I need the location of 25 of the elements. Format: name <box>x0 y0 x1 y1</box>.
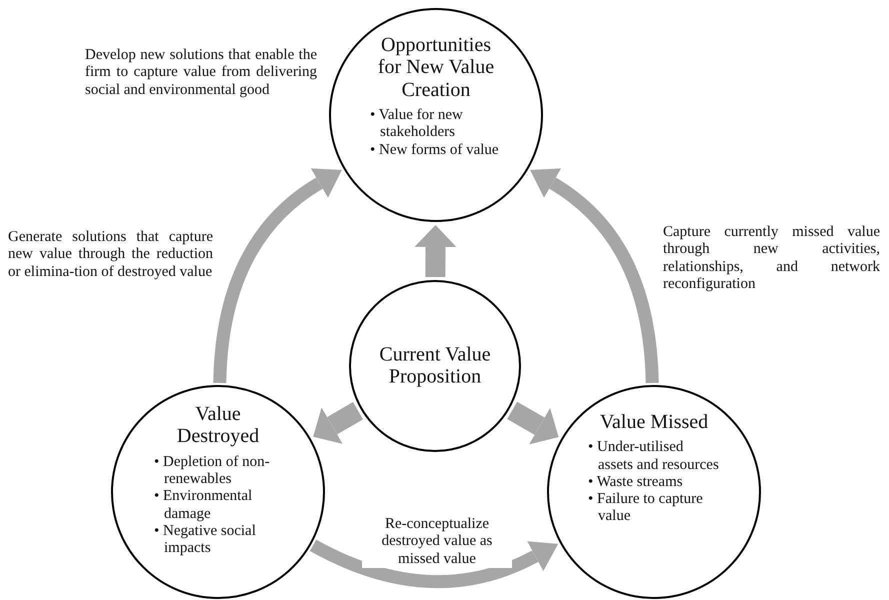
circle-heading: Opportunities for New Value Creation <box>376 34 496 102</box>
concept-circle <box>329 8 543 222</box>
concept-circle <box>111 385 325 599</box>
edge-label: Capture currently missed value through new activities, relationships, and network reconfiguration <box>663 224 880 293</box>
arrow <box>530 168 659 384</box>
bullet-item: • Environmental damage <box>154 488 254 523</box>
annotation-text: Develop new solutions that enable the firm to capture value from delivering social and environmental good <box>85 47 317 99</box>
arrow <box>213 168 342 384</box>
arrow <box>310 540 559 588</box>
bullet-item: • Depletion of non-renewables <box>154 454 271 488</box>
concept-circle <box>349 280 521 452</box>
bullet-item: • New forms of value <box>370 142 500 159</box>
bullet-item: • Waste streams <box>588 474 684 492</box>
bullet-item: • Failure to capture value <box>588 491 704 526</box>
circle-heading: Current Value Proposition <box>379 344 491 388</box>
arrow <box>414 225 456 278</box>
bullet-item: • Value for new stakeholders <box>370 107 464 142</box>
circle-heading: Value Destroyed <box>176 403 260 448</box>
arrow <box>507 402 559 444</box>
circle-heading: Value Missed <box>598 411 710 434</box>
bullet-item: • Negative social impacts <box>154 522 257 558</box>
bullet-item: • Under-utilised assets and resources <box>588 439 720 474</box>
edge-label: Generate solutions that capture new value through the reduction or elimina-tion of destroyed value <box>8 229 213 281</box>
edge-label: Re-conceptualize destroyed value as missed value <box>362 516 512 568</box>
concept-circle <box>547 385 761 599</box>
